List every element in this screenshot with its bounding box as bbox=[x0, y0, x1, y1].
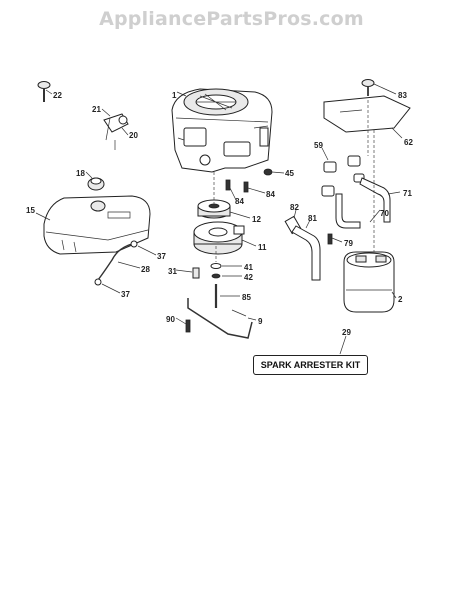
part-9-rod[interactable] bbox=[187, 298, 253, 339]
part-15-fuel-tank[interactable] bbox=[43, 195, 151, 255]
part-callouts: 1 22 21 20 18 15 37 28 37 45 84 84 12 11… bbox=[26, 91, 413, 337]
callout-21: 21 bbox=[92, 105, 101, 114]
callout-70: 70 bbox=[380, 209, 389, 218]
callout-2: 2 bbox=[398, 295, 403, 304]
part-18-cap[interactable] bbox=[87, 177, 105, 191]
part-62-heat-shield[interactable] bbox=[323, 95, 411, 133]
part-84-bolts[interactable] bbox=[225, 179, 249, 193]
callout-1: 1 bbox=[172, 91, 177, 100]
part-2-muffler[interactable] bbox=[343, 251, 395, 313]
callout-22: 22 bbox=[53, 91, 62, 100]
callout-9: 9 bbox=[258, 317, 263, 326]
part-12-pulley[interactable] bbox=[197, 199, 231, 219]
part-81-exhaust-pipe[interactable] bbox=[291, 225, 321, 281]
callout-31: 31 bbox=[168, 267, 177, 276]
callout-20: 20 bbox=[129, 131, 138, 140]
callout-45: 45 bbox=[285, 169, 294, 178]
part-28-fuel-line[interactable] bbox=[94, 240, 138, 286]
callout-15: 15 bbox=[26, 206, 35, 215]
part-45-nut[interactable] bbox=[263, 168, 273, 176]
part-90-screw[interactable] bbox=[185, 319, 191, 333]
callout-37b: 37 bbox=[121, 290, 130, 299]
callout-85: 85 bbox=[242, 293, 251, 302]
callout-41: 41 bbox=[244, 263, 253, 272]
callout-42: 42 bbox=[244, 273, 253, 282]
part-83-bolt[interactable] bbox=[361, 79, 375, 97]
callout-84b: 84 bbox=[235, 197, 244, 206]
alignment-lines bbox=[213, 100, 375, 262]
callout-83: 83 bbox=[398, 91, 407, 100]
spark-arrester-kit-label[interactable]: SPARK ARRESTER KIT bbox=[253, 355, 368, 375]
callout-82: 82 bbox=[290, 203, 299, 212]
callout-71: 71 bbox=[403, 189, 412, 198]
part-31-spacer[interactable] bbox=[192, 267, 200, 279]
leader-lines bbox=[35, 83, 403, 355]
part-11-clutch[interactable] bbox=[193, 221, 245, 255]
callout-90: 90 bbox=[166, 315, 175, 324]
part-20-bracket[interactable] bbox=[103, 113, 129, 150]
callout-79: 79 bbox=[344, 239, 353, 248]
callout-29: 29 bbox=[342, 328, 351, 337]
part-70-manifold[interactable] bbox=[335, 193, 361, 229]
callout-81: 81 bbox=[308, 214, 317, 223]
part-71-manifold[interactable] bbox=[359, 177, 391, 223]
callout-62: 62 bbox=[404, 138, 413, 147]
part-79-bolt[interactable] bbox=[327, 233, 333, 245]
callout-12: 12 bbox=[252, 215, 261, 224]
part-59-gaskets[interactable] bbox=[321, 155, 365, 197]
callout-37a: 37 bbox=[157, 252, 166, 261]
callout-28: 28 bbox=[141, 265, 150, 274]
part-1-engine[interactable] bbox=[171, 88, 273, 173]
callout-84a: 84 bbox=[266, 190, 275, 199]
callout-11: 11 bbox=[258, 243, 267, 252]
site-watermark: AppliancePartsPros.com bbox=[99, 8, 364, 30]
callout-18: 18 bbox=[76, 169, 85, 178]
callout-59: 59 bbox=[314, 141, 323, 150]
part-42-washer[interactable] bbox=[211, 273, 221, 279]
part-41-washer[interactable] bbox=[210, 263, 222, 269]
part-22-plug[interactable] bbox=[37, 81, 51, 103]
